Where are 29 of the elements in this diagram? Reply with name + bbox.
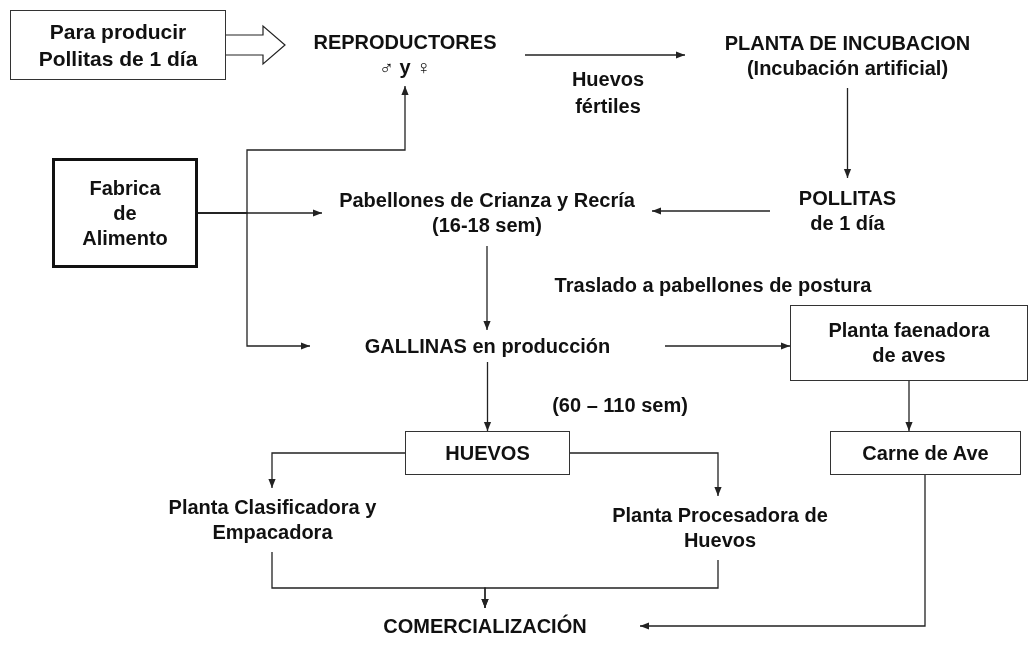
process-label: Planta Clasificadora y Empacadora [150, 488, 395, 552]
block-arrow [225, 24, 286, 66]
process-label: Planta Procesadora de Huevos [605, 496, 835, 560]
process-label: Pabellones de Crianza y Recría (16-18 sem) [322, 180, 652, 246]
arrow [524, 51, 686, 59]
arrow [639, 474, 926, 630]
process-label: COMERCIALIZACIÓN [330, 608, 640, 644]
source-box: Fabrica de Alimento [52, 158, 198, 268]
process-box: HUEVOS [405, 431, 570, 475]
arrow [197, 212, 311, 350]
note-box: Para producir Pollitas de 1 día [10, 10, 226, 80]
process-label: GALLINAS en producción [310, 330, 665, 362]
arrow [664, 342, 791, 350]
process-box: Carne de Ave [830, 431, 1021, 475]
node-title: POLLITAS [798, 186, 897, 211]
node-subtitle: ♂ y ♀ [378, 55, 432, 80]
arrow [569, 452, 722, 497]
node-title: REPRODUCTORES [313, 30, 497, 55]
arrow [483, 245, 491, 331]
node-title: PLANTA DE INCUBACION [724, 31, 971, 56]
node-subtitle: de 1 día [810, 211, 885, 236]
arrow [843, 87, 852, 179]
arrow [268, 452, 406, 489]
arrow [905, 380, 913, 432]
arrow [651, 207, 771, 215]
node-subtitle: (Incubación artificial) [746, 56, 949, 81]
arrow [481, 559, 719, 609]
process-box: Planta faenadora de aves [790, 305, 1028, 381]
arrow [483, 361, 492, 432]
